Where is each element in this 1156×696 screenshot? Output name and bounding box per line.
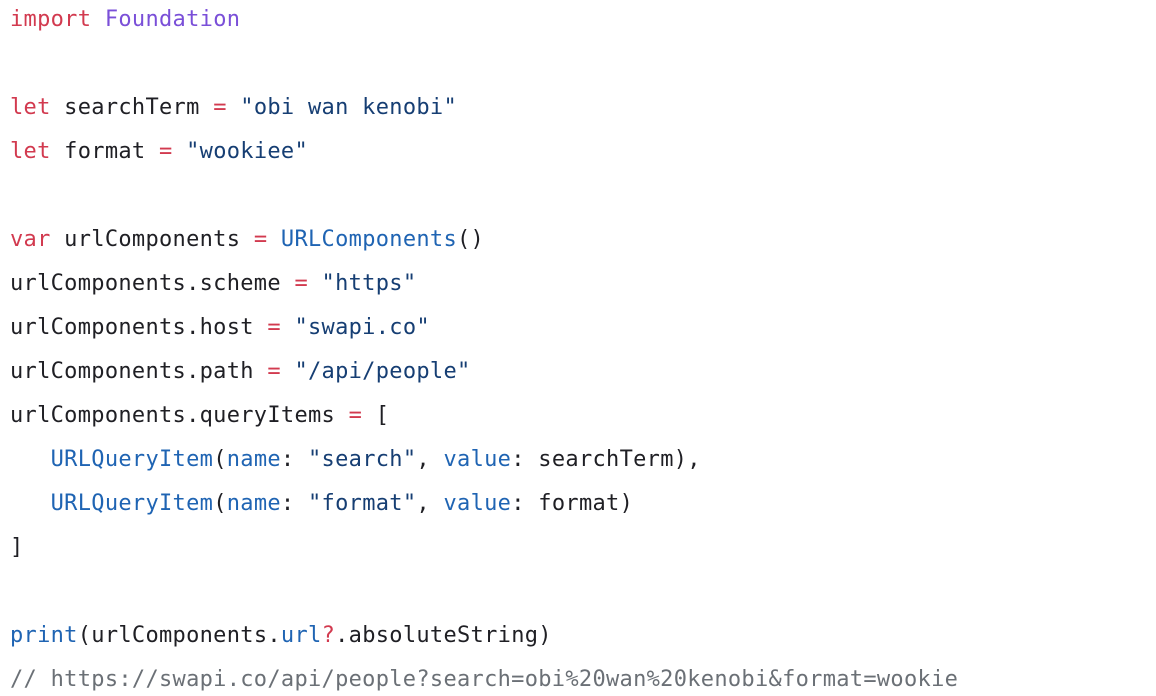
code-token: =	[253, 227, 268, 252]
code-line: urlComponents.scheme = "https"	[10, 269, 416, 299]
code-token: let	[10, 95, 51, 120]
code-token: "/api/people"	[294, 359, 471, 384]
code-token	[281, 315, 295, 340]
code-token: name	[226, 447, 281, 472]
code-token: print	[10, 623, 78, 648]
code-token: =	[294, 271, 308, 296]
code-token: // https://swapi.co/api/people?search=ob…	[10, 667, 959, 692]
code-token: url	[280, 623, 322, 648]
code-token: :	[280, 447, 309, 472]
code-token: .absoluteString)	[335, 623, 552, 648]
code-token: Foundation	[104, 7, 241, 32]
code-token: "swapi.co"	[294, 315, 430, 340]
code-token	[308, 271, 322, 296]
code-token: "search"	[308, 447, 417, 472]
code-token	[173, 139, 187, 164]
code-token: "obi wan kenobi"	[240, 95, 458, 120]
code-token: value	[443, 491, 512, 516]
code-token: urlComponents.scheme	[10, 271, 295, 296]
code-token: =	[267, 315, 281, 340]
code-token: import	[10, 7, 92, 32]
code-token: : searchTerm),	[511, 447, 701, 472]
code-token	[10, 491, 51, 516]
code-line: urlComponents.queryItems = [	[10, 401, 389, 431]
code-token: ,	[416, 491, 444, 516]
code-token: urlComponents.host	[10, 315, 268, 340]
code-token: searchTerm	[50, 95, 214, 120]
code-token: "https"	[321, 271, 417, 296]
code-line: urlComponents.host = "swapi.co"	[10, 313, 430, 343]
code-token	[281, 359, 295, 384]
code-token: value	[443, 447, 512, 472]
code-token	[10, 447, 51, 472]
code-token: ]	[10, 535, 24, 560]
code-token: (urlComponents.	[77, 623, 281, 648]
code-token: :	[280, 491, 309, 516]
code-token: ()	[457, 227, 485, 252]
code-token	[267, 227, 281, 252]
code-line: URLQueryItem(name: "format", value: form…	[10, 489, 633, 519]
code-token: var	[10, 227, 51, 252]
code-token: URLQueryItem	[50, 491, 214, 516]
code-line: ]	[10, 533, 24, 563]
code-line: urlComponents.path = "/api/people"	[10, 357, 471, 387]
code-token: URLComponents	[280, 227, 458, 252]
code-line: // https://swapi.co/api/people?search=ob…	[10, 665, 958, 695]
code-line: URLQueryItem(name: "search", value: sear…	[10, 445, 701, 475]
code-token: ?	[321, 623, 336, 648]
code-line: let searchTerm = "obi wan kenobi"	[10, 93, 457, 123]
code-line: var urlComponents = URLComponents()	[10, 225, 484, 255]
code-token: urlComponents.queryItems	[10, 403, 349, 428]
code-token	[91, 7, 105, 32]
code-token: "wookiee"	[186, 139, 309, 164]
code-token: (	[213, 447, 227, 472]
code-token: (	[213, 491, 227, 516]
code-token: "format"	[308, 491, 417, 516]
code-token	[227, 95, 241, 120]
code-token: ,	[416, 447, 444, 472]
code-token: name	[226, 491, 281, 516]
code-line: let format = "wookiee"	[10, 137, 308, 167]
code-token: urlComponents.path	[10, 359, 268, 384]
code-token: format	[50, 139, 160, 164]
code-token: =	[213, 95, 227, 120]
code-token: let	[10, 139, 51, 164]
code-token: [	[362, 403, 390, 428]
code-line: import Foundation	[10, 5, 240, 35]
code-token: =	[348, 403, 363, 428]
code-token: URLQueryItem	[50, 447, 214, 472]
code-token: urlComponents	[50, 227, 254, 252]
code-token: : format)	[511, 491, 634, 516]
code-token: =	[159, 139, 173, 164]
code-line: print(urlComponents.url?.absoluteString)	[10, 621, 552, 651]
code-token: =	[267, 359, 281, 384]
